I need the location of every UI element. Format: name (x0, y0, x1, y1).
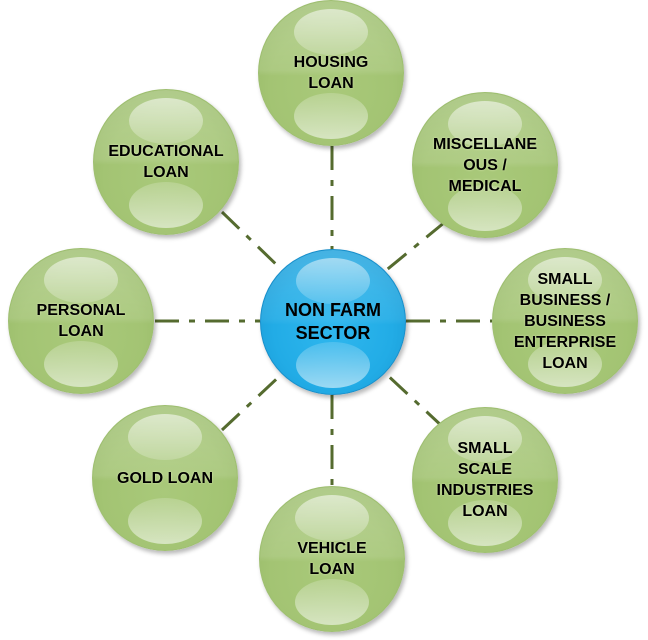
gloss-highlight (448, 500, 522, 546)
node-small-scale-industries-loan: SMALL SCALE INDUSTRIES LOAN (412, 407, 558, 553)
node-gold-loan: GOLD LOAN (92, 405, 238, 551)
gloss-highlight (294, 93, 368, 139)
node-label: EDUCATIONAL LOAN (108, 143, 224, 181)
gloss-highlight (448, 416, 522, 462)
gloss-highlight (295, 579, 369, 625)
node-label: SMALL SCALE INDUSTRIES LOAN (436, 440, 534, 520)
node-educational-loan: EDUCATIONAL LOAN (93, 89, 239, 235)
connector-gold (220, 370, 286, 432)
gloss-highlight (528, 341, 602, 387)
gloss-highlight (44, 341, 118, 387)
gloss-highlight (44, 257, 118, 303)
gloss-highlight (295, 495, 369, 541)
center-label: NON FARM SECTOR (285, 300, 381, 343)
connector-small-scale-industries (382, 370, 446, 430)
gloss-highlight (296, 342, 370, 388)
node-label: GOLD LOAN (117, 469, 213, 487)
node-label: MISCELLANE OUS / MEDICAL (433, 135, 537, 195)
node-label: PERSONAL LOAN (36, 302, 126, 340)
node-personal-loan: PERSONAL LOAN (8, 248, 154, 394)
gloss-highlight (448, 101, 522, 147)
node-label: HOUSING LOAN (293, 54, 369, 92)
connector-miscellaneous (383, 220, 446, 274)
gloss-highlight (129, 98, 203, 144)
gloss-highlight (128, 498, 202, 544)
node-miscellaneous-medical: MISCELLANE OUS / MEDICAL (412, 92, 558, 238)
node-label: SMALL BUSINESS / BUSINESS ENTERPRISE LOA… (513, 270, 617, 372)
gloss-highlight (128, 414, 202, 460)
center-node-non-farm-sector: NON FARM SECTOR (260, 249, 406, 395)
node-vehicle-loan: VEHICLE LOAN (259, 486, 405, 632)
node-housing-loan: HOUSING LOAN (258, 0, 404, 146)
gloss-highlight (296, 258, 370, 304)
gloss-highlight (528, 257, 602, 303)
node-label: VEHICLE LOAN (297, 540, 367, 578)
gloss-highlight (129, 182, 203, 228)
gloss-highlight (294, 9, 368, 55)
connector-educational (220, 210, 284, 272)
node-small-business-loan: SMALL BUSINESS / BUSINESS ENTERPRISE LOA… (492, 248, 638, 394)
gloss-highlight (448, 185, 522, 231)
